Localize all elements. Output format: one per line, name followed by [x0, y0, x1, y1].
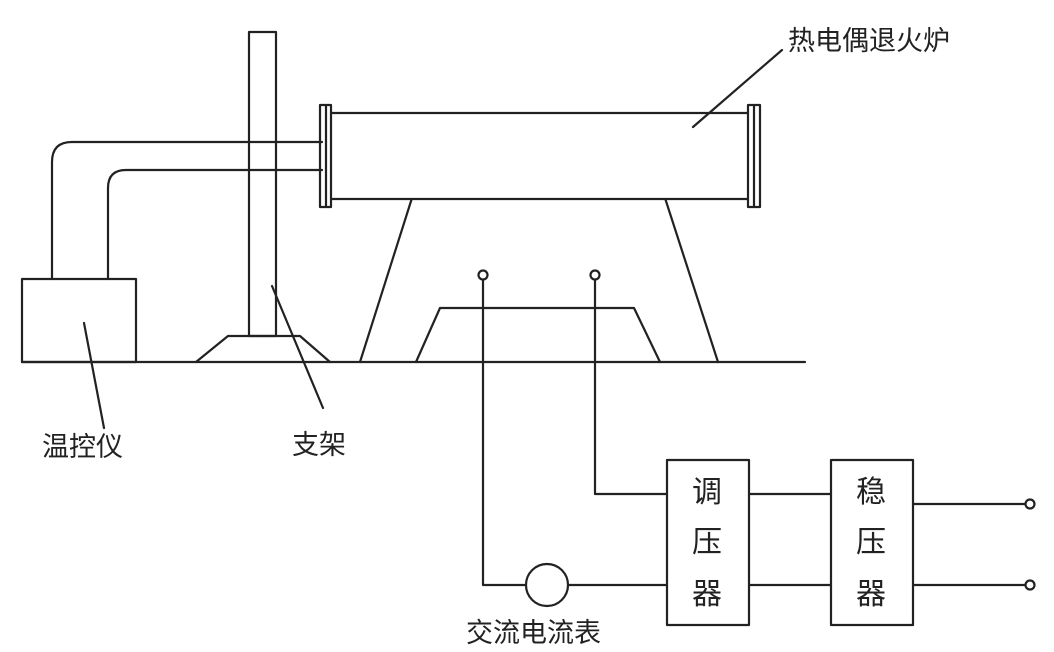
regulator-char-3: 器	[692, 577, 722, 612]
stabilizer-char-2: 压	[856, 525, 886, 560]
regulator-char-1: 调	[692, 475, 722, 510]
furnace-support	[358, 196, 720, 364]
stand-base	[194, 334, 332, 364]
temp-controller-box	[20, 277, 138, 364]
controller-leader-line	[82, 321, 106, 430]
regulator-char-2: 压	[692, 525, 722, 560]
furnace-label: 热电偶退火炉	[788, 26, 950, 57]
output-terminal-bottom	[1024, 579, 1036, 591]
stabilizer-char-3: 器	[856, 577, 886, 612]
terminal-left	[477, 269, 489, 281]
ammeter-circle	[524, 562, 570, 608]
stand-label: 支架	[292, 430, 346, 461]
stand-post	[247, 30, 278, 338]
regulator-box	[665, 458, 751, 627]
wire-right	[593, 278, 669, 496]
stabilizer-char-1: 稳	[856, 475, 886, 510]
output-terminal-top	[1024, 498, 1036, 510]
stabilizer-box	[829, 458, 915, 627]
furnace-leader-line	[691, 48, 784, 129]
wire-left	[481, 278, 528, 587]
thermocouple-tube-inner	[106, 168, 324, 281]
stand-leader-line	[270, 284, 325, 410]
thermocouple-tube-outer	[50, 140, 324, 281]
ammeter-label: 交流电流表	[466, 618, 601, 649]
furnace-body	[329, 111, 750, 201]
temp-controller-label: 温控仪	[42, 432, 123, 463]
terminal-right	[589, 269, 601, 281]
furnace-left-flange	[318, 103, 333, 209]
furnace-right-flange	[746, 103, 762, 209]
inner-pedestal	[414, 306, 662, 364]
